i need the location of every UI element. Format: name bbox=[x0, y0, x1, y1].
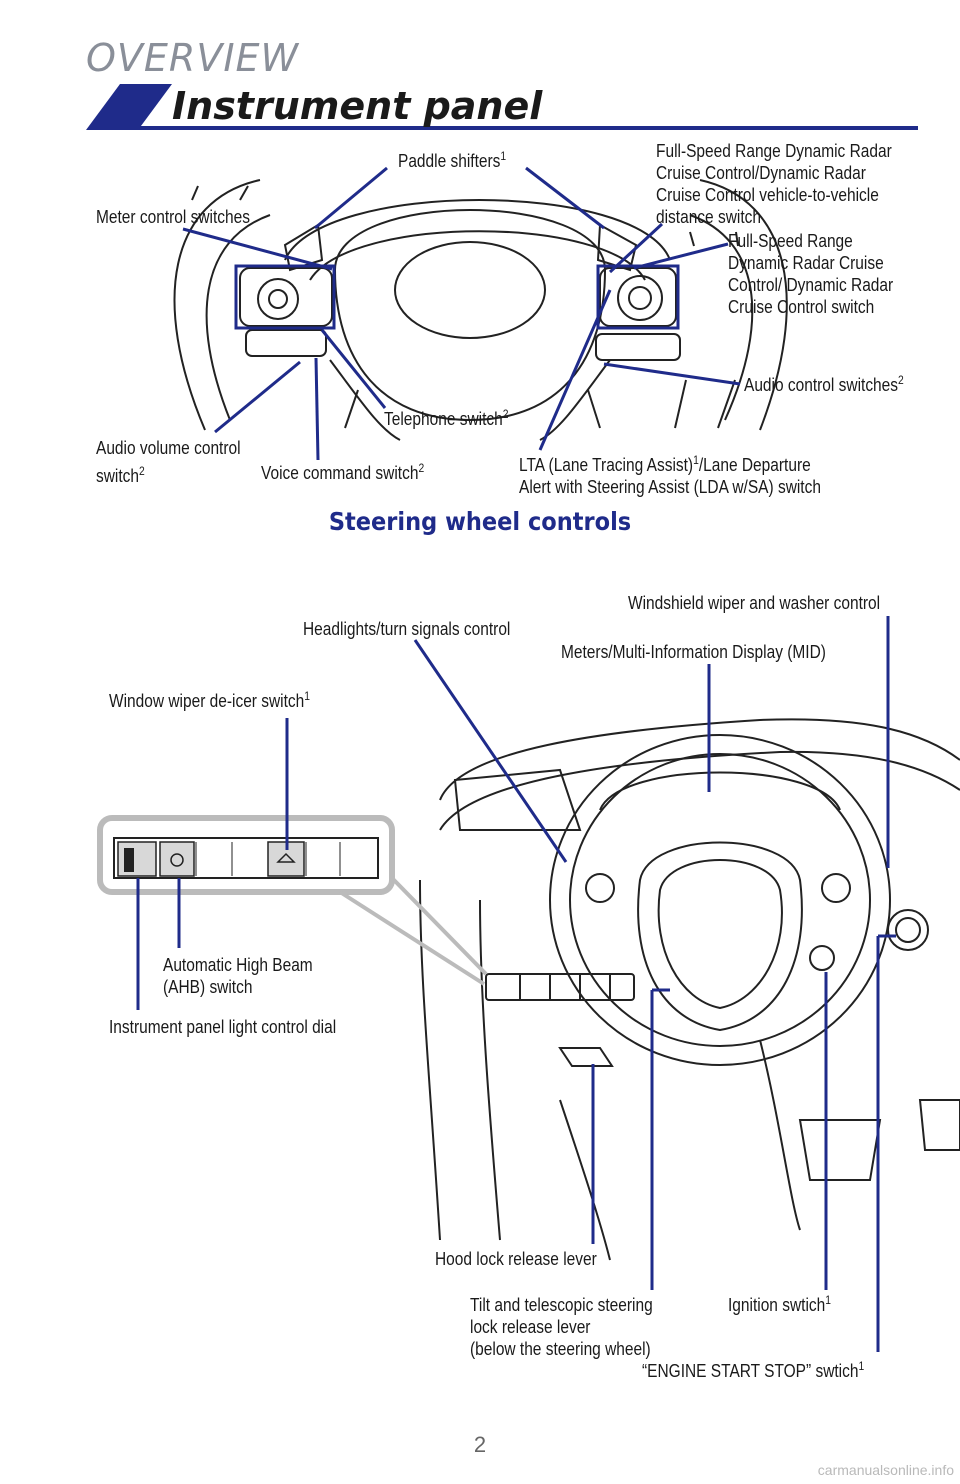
label-voice-command-switch: Voice command switch2 bbox=[261, 461, 425, 483]
label-windshield-wiper-control: Windshield wiper and washer control bbox=[628, 593, 881, 613]
page-number: 2 bbox=[473, 1432, 487, 1457]
label-audio-control-switches: Audio control switches2 bbox=[744, 373, 904, 395]
label-audio-volume-switch: Audio volume control switch2 bbox=[96, 438, 241, 486]
watermark: carmanualsonline.info bbox=[817, 1462, 954, 1478]
dashboard-lineart bbox=[419, 718, 960, 1261]
label-meters-mid: Meters/Multi-Information Display (MID) bbox=[561, 642, 826, 662]
label-ahb-switch: Automatic High Beam (AHB) switch bbox=[163, 955, 313, 997]
section-heading-steering-wheel-controls: Steering wheel controls bbox=[328, 507, 632, 536]
label-paddle-shifters: Paddle shifters1 bbox=[398, 149, 507, 171]
label-engine-start-stop: “ENGINE START STOP” swtich1 bbox=[642, 1359, 865, 1381]
section-heading-overview: OVERVIEW bbox=[86, 36, 300, 80]
label-wiper-deicer-switch: Window wiper de-icer switch1 bbox=[109, 689, 311, 711]
label-lta-switch: LTA (Lane Tracing Assist)1/Lane Departur… bbox=[519, 453, 821, 497]
label-drcc-distance-switch: Full-Speed Range Dynamic Radar Cruise Co… bbox=[656, 141, 892, 227]
label-telephone-switch: Telephone switch2 bbox=[384, 407, 509, 429]
leader-lines-dashboard bbox=[136, 616, 896, 1352]
label-ignition-switch: Ignition swtich1 bbox=[728, 1293, 831, 1315]
label-meter-control-switches: Meter control switches bbox=[96, 207, 250, 227]
label-hood-lock-release: Hood lock release lever bbox=[435, 1249, 597, 1269]
leader-lines-steering bbox=[182, 166, 741, 461]
page-title: Instrument panel bbox=[172, 84, 543, 128]
switch-panel-inset bbox=[97, 815, 488, 986]
label-headlights-turn-signals: Headlights/turn signals control bbox=[303, 619, 511, 639]
title-bar bbox=[86, 84, 918, 130]
label-drcc-switch: Full-Speed Range Dynamic Radar Cruise Co… bbox=[728, 231, 894, 317]
label-panel-light-dial: Instrument panel light control dial bbox=[109, 1017, 337, 1037]
label-tilt-telescopic-lever: Tilt and telescopic steering lock releas… bbox=[470, 1295, 653, 1359]
